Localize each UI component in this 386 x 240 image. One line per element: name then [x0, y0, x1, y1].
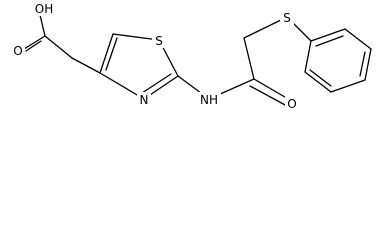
thioether-sulfur-label: S	[283, 11, 291, 25]
bond-ph-1-2-inner	[315, 35, 344, 47]
hydroxyl-label: OH	[35, 2, 53, 16]
molecule-diagram: OH O S N NH O S	[11, 1, 372, 111]
bond-carbonyl-c-o-double	[25, 40, 42, 52]
bond-ph-4-5	[330, 79, 366, 93]
bond-n3-c4	[99, 72, 145, 100]
acetic-acid-group	[23, 14, 101, 74]
bond-amide-c-o	[253, 78, 291, 101]
bond-c2-n3-double	[141, 73, 172, 94]
amide-nh-label: NH	[200, 93, 218, 107]
bond-carbonyl-c-ch2	[243, 37, 255, 80]
bond-oh-carbonyl-c	[39, 14, 46, 37]
amide-oxygen-label: O	[287, 97, 296, 111]
bond-amide-c-o-double	[249, 85, 288, 107]
atom-labels: OH O S N NH O S	[11, 1, 299, 111]
bond-carbonyl-c-o	[23, 35, 46, 50]
bond-ph-6-1	[304, 40, 312, 73]
bond-carbonyl-c-ch2	[44, 35, 73, 59]
bond-c5-s1	[112, 33, 160, 41]
structure-canvas: OH O S N NH O S	[11, 1, 372, 111]
bond-ch2-s	[243, 16, 288, 39]
bond-c4-c5-double	[105, 37, 118, 71]
bond-ch2-ring	[71, 57, 101, 74]
thiazole-ring	[99, 33, 179, 100]
bond-ph-3-4	[364, 48, 372, 81]
phenyl-ring	[304, 28, 372, 93]
ring-sulfur-label: S	[155, 34, 163, 48]
ring-nitrogen-label: N	[140, 93, 149, 107]
bond-ph-5-6-inner	[309, 69, 332, 87]
bond-c4-c5	[99, 33, 114, 74]
bond-ph-2-3	[344, 28, 372, 50]
bond-ph-1-2	[310, 28, 346, 42]
bond-ph-3-4-inner	[359, 51, 366, 77]
carboxyl-oxygen-label: O	[13, 44, 22, 58]
bond-ph-5-6	[304, 71, 332, 93]
